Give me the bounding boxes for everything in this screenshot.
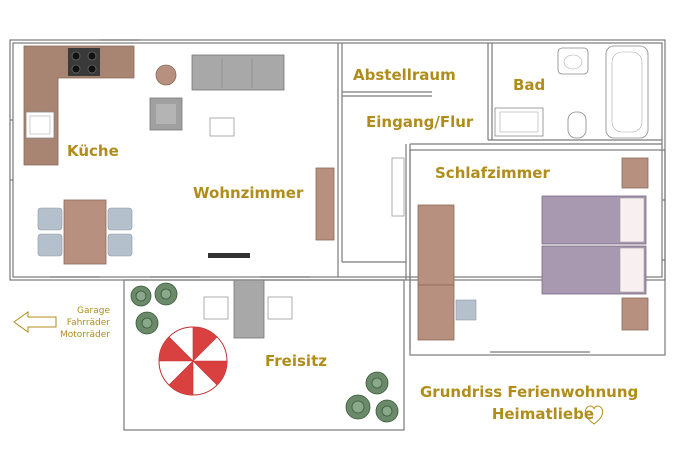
hall-cabinet: [391, 157, 405, 217]
side-table: [155, 64, 177, 86]
bathroom-fixtures: [494, 45, 649, 139]
arrow-left-icon: [13, 311, 57, 333]
coffee-table: [209, 117, 235, 137]
terrace-table: [233, 279, 265, 339]
room-label-living: Wohnzimmer: [193, 184, 304, 202]
plan-title-line1: Grundriss Ferienwohnung: [420, 383, 639, 401]
bedroom-furniture: [417, 157, 649, 341]
chair: [37, 233, 63, 257]
heart-outline-icon: [584, 405, 604, 425]
washbasin: [557, 47, 589, 75]
nightstand: [621, 297, 649, 331]
terrace-chair: [267, 296, 293, 320]
plan-title: Grundriss Ferienwohnung Heimatliebe: [420, 381, 639, 425]
kitchen-counter: [23, 45, 135, 166]
living-furniture: [149, 54, 335, 258]
toilet: [567, 111, 587, 139]
room-label-bath: Bad: [513, 76, 546, 94]
room-label-kitchen: Küche: [67, 142, 119, 160]
plant-icon: [130, 282, 399, 423]
chair: [107, 233, 133, 257]
room-label-bedroom: Schlafzimmer: [435, 164, 550, 182]
shower-tray: [494, 107, 544, 137]
dining-table: [37, 199, 133, 265]
terrace-chair: [203, 296, 229, 320]
room-label-hall: Eingang/Flur: [366, 113, 474, 131]
door-threshold: [208, 253, 250, 258]
sideboard: [315, 167, 335, 241]
nightstand: [621, 157, 649, 189]
sofa: [191, 54, 285, 91]
room-label-storage: Abstellraum: [353, 66, 456, 84]
chair: [107, 207, 133, 231]
garage-note: Garage Fahrräder Motorräder: [52, 305, 110, 341]
umbrella-icon: [158, 326, 228, 396]
desk-stool: [455, 299, 477, 321]
plan-title-line2: Heimatliebe: [491, 405, 594, 423]
terrace-furniture: [203, 279, 293, 339]
note-line: Fahrräder: [66, 318, 110, 328]
bathtub: [605, 45, 649, 139]
note-line: Motorräder: [59, 330, 110, 340]
note-line: Garage: [77, 306, 110, 316]
room-label-terrace: Freisitz: [265, 352, 327, 370]
wardrobe: [417, 284, 455, 341]
wardrobe: [417, 204, 455, 286]
chair: [37, 207, 63, 231]
